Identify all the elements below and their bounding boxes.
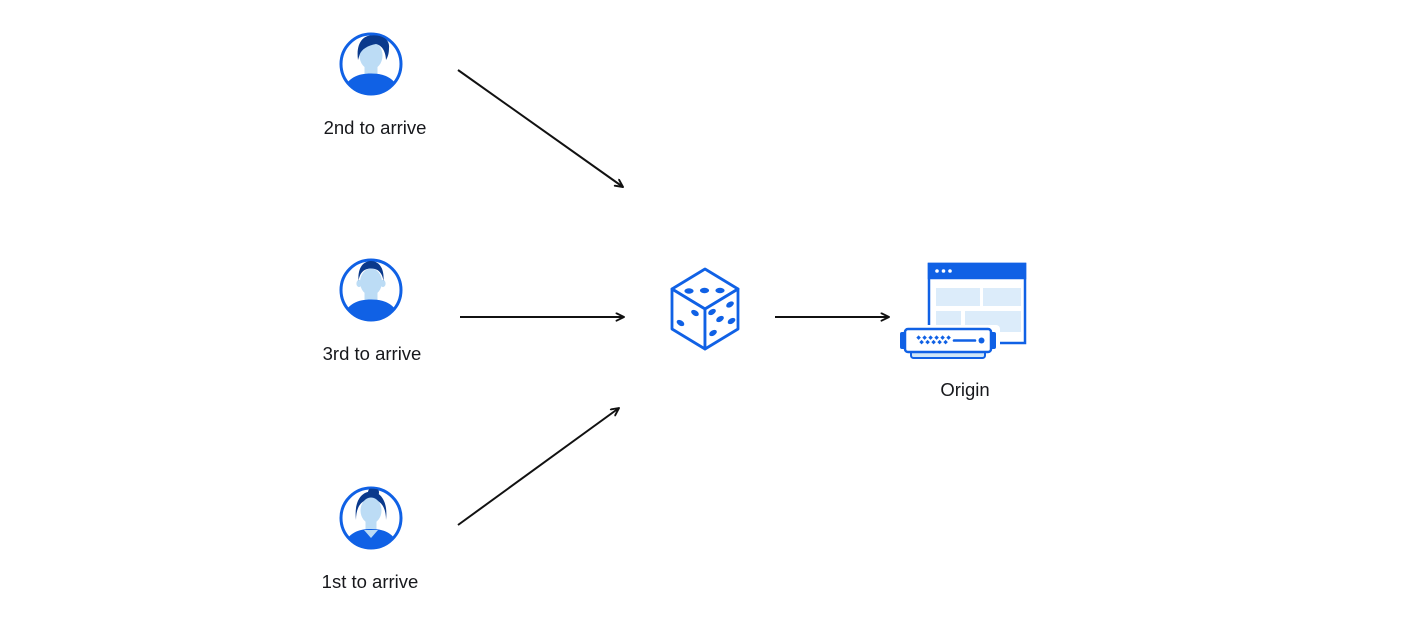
visitor-avatar-icon	[339, 486, 403, 550]
server-icon	[897, 325, 1000, 359]
visitor-top-label: 2nd to arrive	[323, 117, 427, 138]
arrow-visitor-bottom-to-dice	[457, 408, 619, 526]
dice-icon	[670, 267, 740, 351]
node-randomizer	[667, 266, 743, 352]
node-visitor-top	[338, 31, 404, 97]
visitor-bottom-label: 1st to arrive	[321, 571, 419, 592]
arrow-visitor-top-to-dice	[457, 69, 623, 187]
visitor-avatar-icon	[339, 32, 403, 96]
node-visitor-middle	[338, 257, 404, 323]
visitor-avatar-icon	[339, 258, 403, 322]
origin-label: Origin	[940, 379, 990, 400]
visitor-middle-label: 3rd to arrive	[322, 343, 422, 364]
node-visitor-bottom	[338, 485, 404, 551]
node-origin	[897, 262, 1028, 363]
origin-server-icon	[897, 262, 1027, 359]
